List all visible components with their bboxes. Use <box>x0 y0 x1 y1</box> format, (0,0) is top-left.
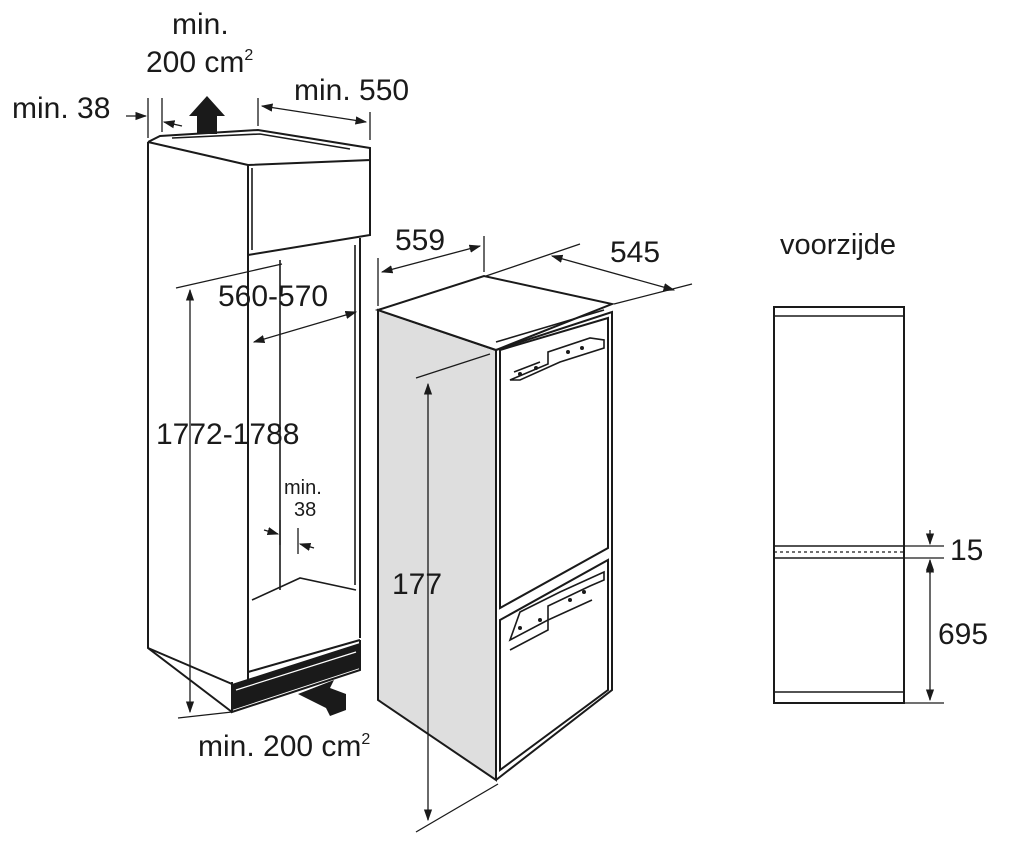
top-vent-area-label: 200 cm2 <box>146 46 253 79</box>
front-view <box>773 306 905 704</box>
niche-height-label: 1772-1788 <box>156 418 299 451</box>
dim-niche-height <box>175 263 283 719</box>
appliance-body <box>374 274 616 782</box>
vent-arrow-top-icon <box>189 96 225 134</box>
dim-inner-min38 <box>263 520 315 554</box>
door-gap-label: 15 <box>950 534 983 567</box>
dim-appliance-width <box>377 236 485 306</box>
appliance-height-label: 177 <box>392 568 442 601</box>
inner-gap-label-line1: min. <box>284 477 322 499</box>
dim-appliance-height <box>415 353 499 833</box>
niche-width-label: 560-570 <box>218 280 328 313</box>
dim-min550 <box>257 98 371 140</box>
bottom-vent-label: min. 200 cm2 <box>198 730 370 763</box>
dim-appliance-depth <box>485 243 693 305</box>
dim-min38-left <box>126 98 183 138</box>
inner-gap-label-line2: 38 <box>294 499 316 521</box>
appliance-depth-label: 545 <box>610 236 660 269</box>
top-vent-min-label: min. <box>172 8 229 41</box>
depth-min-label: min. 550 <box>294 74 409 107</box>
left-gap-label: min. 38 <box>12 92 110 125</box>
dim-lower-door <box>904 560 944 704</box>
appliance-width-label: 559 <box>395 224 445 257</box>
front-view-title: voorzijde <box>780 229 896 261</box>
lower-door-height-label: 695 <box>938 618 988 651</box>
dim-niche-width <box>252 311 358 343</box>
vent-arrow-bottom-icon <box>298 680 346 716</box>
dim-door-gap <box>904 530 944 574</box>
niche-cabinet <box>147 128 371 714</box>
